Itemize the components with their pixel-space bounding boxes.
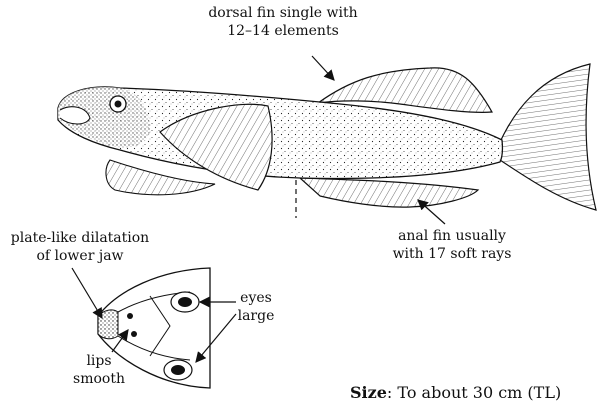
anal-fin (300, 178, 478, 207)
label-lips-line1: lips (64, 352, 134, 370)
label-anal-fin: anal fin usually with 17 soft rays (382, 227, 522, 263)
label-anal-fin-line2: with 17 soft rays (382, 245, 522, 263)
label-lower-jaw-line1: plate-like dilatation (0, 229, 160, 247)
label-lips: lips smooth (64, 352, 134, 388)
arrow-dorsal (312, 56, 334, 80)
label-dorsal-fin-line2: 12–14 elements (198, 22, 368, 40)
label-anal-fin-line1: anal fin usually (382, 227, 522, 245)
size-value: : To about 30 cm (TL) (387, 383, 561, 402)
label-eyes-line2: large (228, 307, 284, 325)
caudal-fin (500, 64, 596, 210)
arrow-lower-jaw (72, 268, 102, 318)
label-eyes-line1: eyes (228, 289, 284, 307)
size-caption: Size: To about 30 cm (TL) (350, 383, 561, 402)
size-label: Size (350, 383, 387, 402)
label-dorsal-fin: dorsal fin single with 12–14 elements (198, 4, 368, 40)
label-eyes: eyes large (228, 289, 284, 325)
label-lips-line2: smooth (64, 370, 134, 388)
label-lower-jaw-line2: of lower jaw (0, 247, 160, 265)
label-lower-jaw: plate-like dilatation of lower jaw (0, 229, 160, 265)
label-dorsal-fin-line1: dorsal fin single with (198, 4, 368, 22)
